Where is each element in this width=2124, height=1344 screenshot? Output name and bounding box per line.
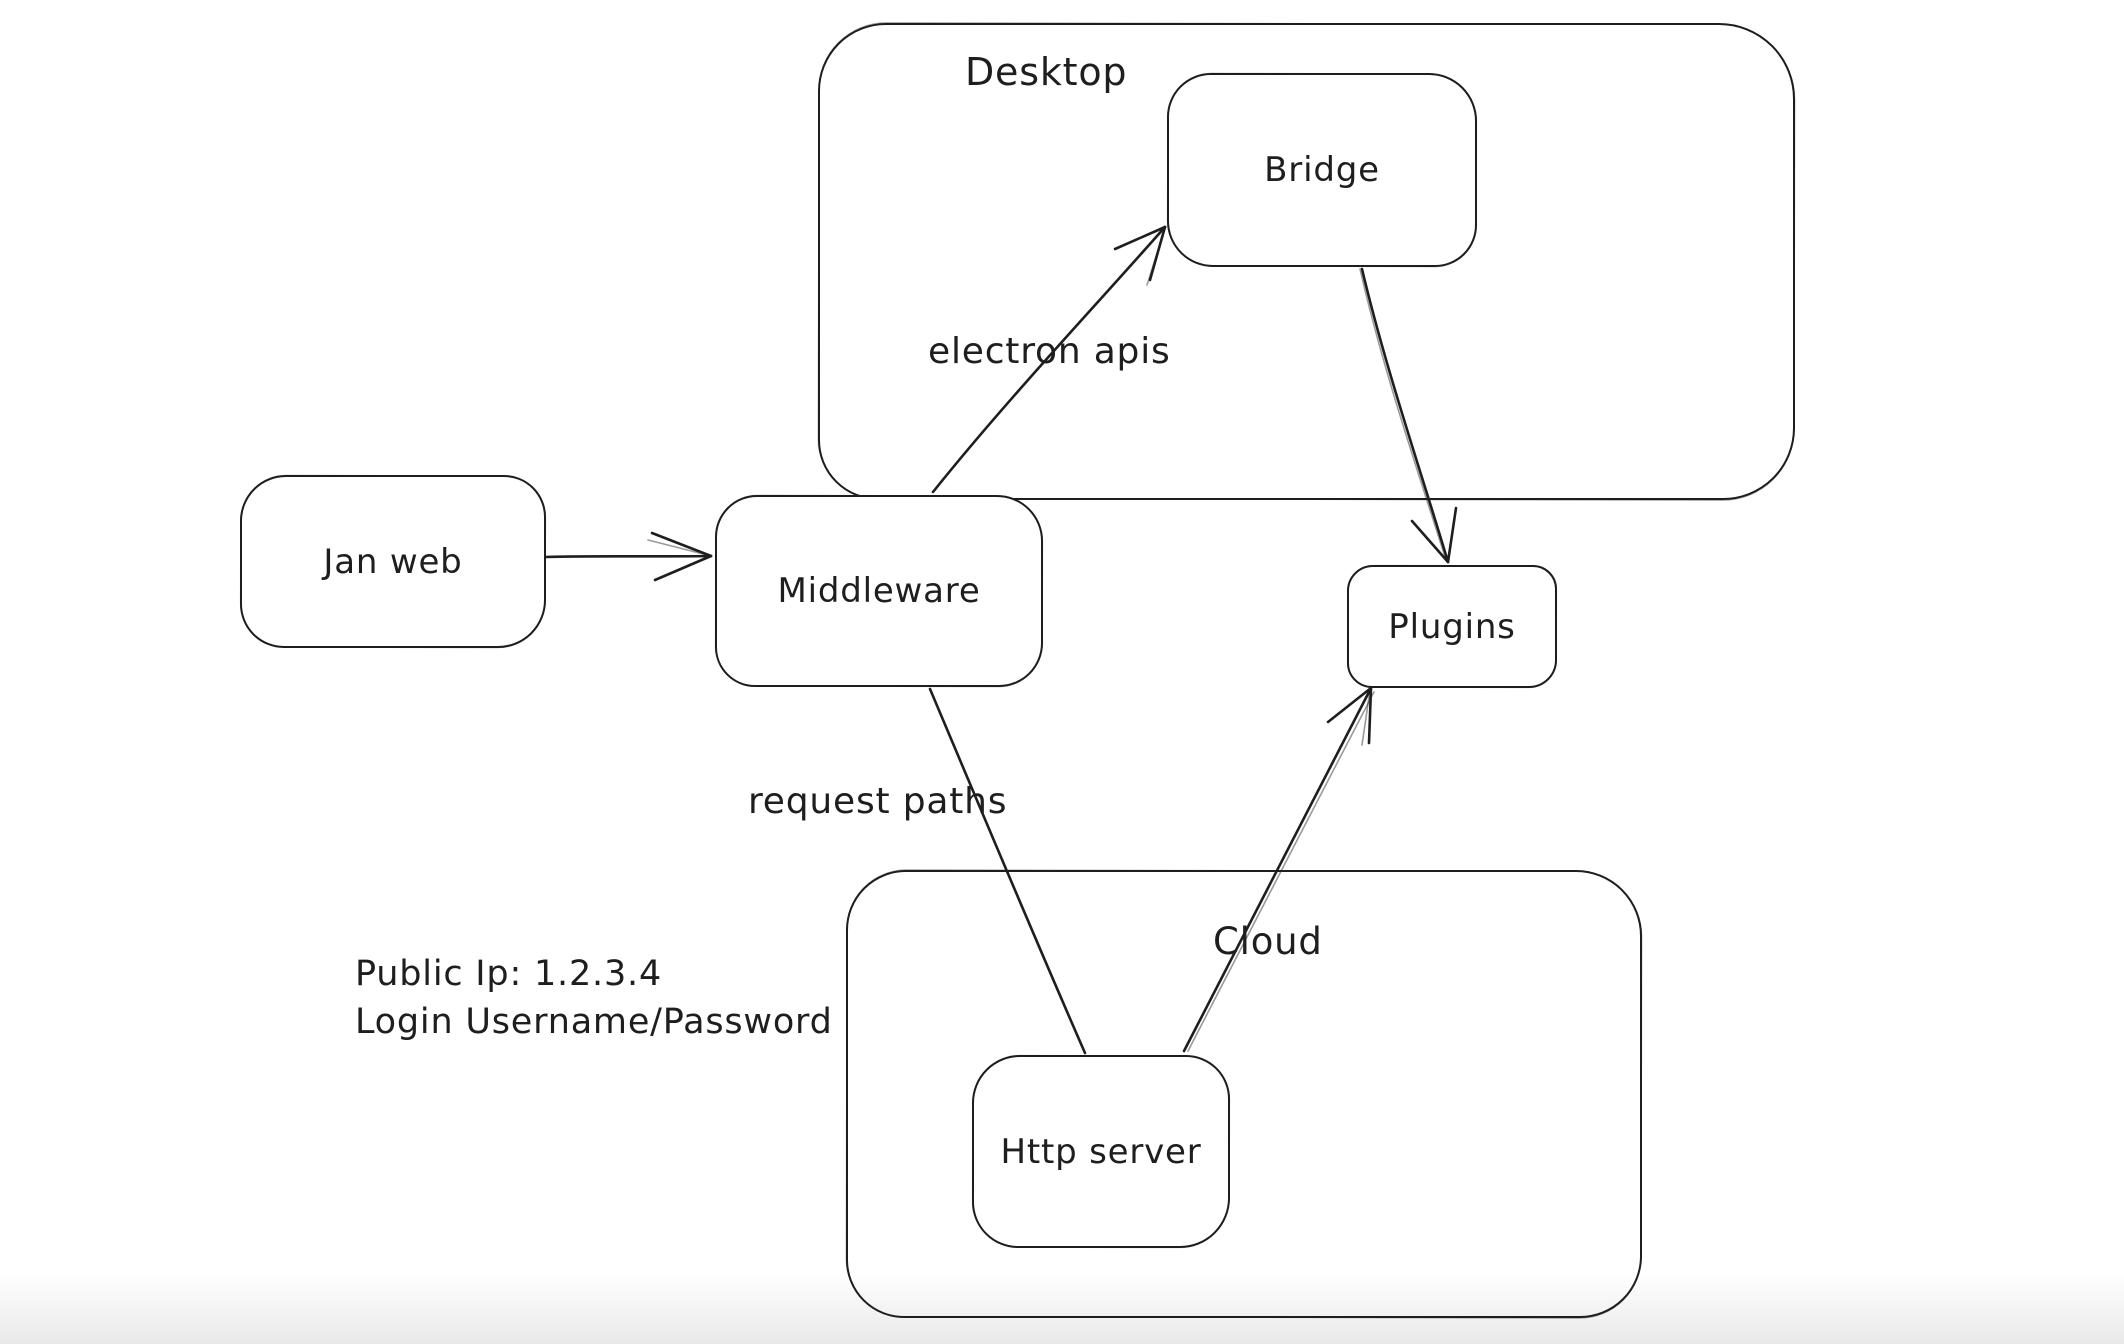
node-jan-web-label: Jan web [323,541,463,582]
node-plugins-label: Plugins [1388,606,1516,647]
node-jan-web[interactable]: Jan web [240,475,546,648]
node-plugins[interactable]: Plugins [1347,565,1557,688]
arrow-janweb-to-middleware[interactable] [544,531,713,582]
edge-label-electron-apis[interactable]: electron apis [928,331,1171,372]
public-ip-note-line1: Public Ip: 1.2.3.4 [355,954,663,994]
node-middleware-label: Middleware [777,571,981,611]
container-cloud-label[interactable]: Cloud [1213,920,1323,963]
node-bridge[interactable]: Bridge [1167,73,1477,267]
node-middleware[interactable]: Middleware [715,495,1043,687]
public-ip-note-line2: Login Username/Password [355,1002,833,1042]
edge-label-request-paths[interactable]: request paths [748,781,1008,822]
node-http-server-label: Http server [1000,1131,1202,1172]
node-http-server[interactable]: Http server [972,1055,1230,1248]
public-ip-note[interactable]: Public Ip: 1.2.3.4 Login Username/Passwo… [355,950,833,1046]
container-cloud[interactable] [846,870,1642,1318]
container-desktop[interactable] [818,23,1795,500]
container-desktop-label[interactable]: Desktop [965,50,1128,94]
node-bridge-label: Bridge [1264,150,1380,190]
